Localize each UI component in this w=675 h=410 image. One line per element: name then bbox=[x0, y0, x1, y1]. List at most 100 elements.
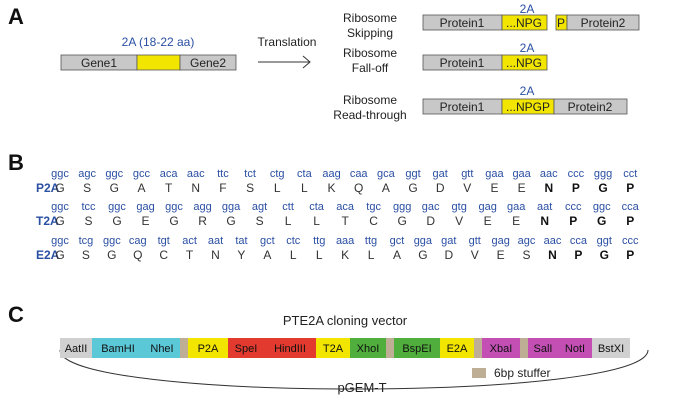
codon: ccc bbox=[565, 201, 582, 213]
amino-acid: L bbox=[313, 214, 320, 228]
amino-acid: S bbox=[82, 248, 90, 262]
codon: ggg bbox=[594, 168, 612, 180]
amino-acid: P bbox=[626, 181, 634, 195]
amino-acid: C bbox=[369, 214, 378, 228]
outcome-name-line2: Skipping bbox=[347, 26, 393, 40]
amino-acid: G bbox=[226, 214, 235, 228]
backbone-label: pGEM-T bbox=[337, 380, 386, 395]
codon: aat bbox=[208, 235, 223, 247]
codon: ggc bbox=[105, 168, 123, 180]
amino-acid: T bbox=[186, 248, 194, 262]
amino-acid: F bbox=[219, 181, 226, 195]
site-block bbox=[350, 338, 386, 358]
site-block bbox=[528, 338, 558, 358]
site-block bbox=[144, 338, 180, 358]
codon: cta bbox=[309, 201, 325, 213]
site-label: AatII bbox=[65, 343, 88, 355]
site-block bbox=[92, 338, 144, 358]
2a-segment-box bbox=[136, 54, 181, 71]
codon: gct bbox=[260, 235, 275, 247]
amino-acid: E bbox=[518, 181, 526, 195]
stuffer-block bbox=[180, 338, 188, 358]
codon: gac bbox=[422, 201, 440, 213]
codon: gtt bbox=[469, 235, 481, 247]
codon: gag bbox=[491, 235, 509, 247]
stuffer-block bbox=[386, 338, 394, 358]
codon: agt bbox=[252, 201, 267, 213]
protein1-label: Protein1 bbox=[440, 100, 485, 114]
translation-arrow-icon bbox=[258, 55, 311, 69]
codon: ccc bbox=[568, 168, 585, 180]
amino-acid: G bbox=[598, 181, 607, 195]
sequence-name: E2A bbox=[36, 248, 60, 262]
codon: tgt bbox=[158, 235, 170, 247]
codon: caa bbox=[350, 168, 369, 180]
codon: ccc bbox=[622, 235, 639, 247]
vector-backbone-curve bbox=[59, 349, 649, 390]
amino-acid: L bbox=[316, 248, 323, 262]
site-block bbox=[264, 338, 316, 358]
codon: cta bbox=[297, 168, 313, 180]
stuffer-legend-swatch bbox=[472, 368, 486, 378]
amino-acid: G bbox=[55, 214, 64, 228]
codon: gat bbox=[441, 235, 456, 247]
amino-acid: N bbox=[548, 248, 557, 262]
site-block bbox=[558, 338, 592, 358]
outcome-2a-label: 2A bbox=[520, 84, 535, 98]
outcome-name-line1: Ribosome bbox=[343, 46, 397, 60]
codon: cag bbox=[129, 235, 147, 247]
codon: ggc bbox=[165, 201, 183, 213]
construct-2a-label: 2A (18-22 aa) bbox=[122, 35, 195, 49]
amino-acid: Y bbox=[237, 248, 245, 262]
amino-acid: K bbox=[328, 181, 336, 195]
protein2-box bbox=[553, 98, 628, 115]
site-label: SpeI bbox=[235, 343, 258, 355]
site-label: T2A bbox=[323, 343, 344, 355]
amino-acid: S bbox=[256, 214, 264, 228]
codon: gga bbox=[222, 201, 241, 213]
panel-b-label: B bbox=[8, 150, 24, 175]
protein2-box bbox=[566, 14, 640, 31]
amino-acid: S bbox=[83, 181, 91, 195]
codon: gag bbox=[479, 201, 497, 213]
sequence-name: T2A bbox=[36, 214, 59, 228]
amino-acid: V bbox=[455, 214, 463, 228]
codon: ggc bbox=[593, 201, 611, 213]
amino-acid: E bbox=[497, 248, 505, 262]
amino-acid: D bbox=[436, 181, 445, 195]
outcome-2a-label: 2A bbox=[520, 2, 535, 16]
amino-acid: N bbox=[211, 248, 220, 262]
amino-acid: T bbox=[341, 214, 349, 228]
site-label: BstXI bbox=[598, 343, 624, 355]
codon: ggt bbox=[597, 235, 612, 247]
site-block bbox=[60, 338, 92, 358]
codon: ggg bbox=[393, 201, 411, 213]
amino-acid: V bbox=[471, 248, 479, 262]
amino-acid: V bbox=[463, 181, 471, 195]
amino-acid: L bbox=[368, 248, 375, 262]
amino-acid: E bbox=[512, 214, 520, 228]
site-label: HindIII bbox=[274, 343, 306, 355]
amino-acid: G bbox=[169, 214, 178, 228]
amino-acid: C bbox=[159, 248, 168, 262]
codon: aaa bbox=[336, 235, 355, 247]
site-label: E2A bbox=[447, 343, 468, 355]
amino-acid: E bbox=[490, 181, 498, 195]
amino-acid: E bbox=[484, 214, 492, 228]
amino-acid: P bbox=[572, 181, 580, 195]
codon: ggc bbox=[51, 201, 69, 213]
codon: gct bbox=[390, 235, 405, 247]
site-label: NheI bbox=[150, 343, 173, 355]
site-label: SalI bbox=[534, 343, 553, 355]
protein1-label: Protein1 bbox=[440, 16, 485, 30]
protein2-label: Protein2 bbox=[581, 16, 626, 30]
amino-acid: Q bbox=[354, 181, 363, 195]
site-label: P2A bbox=[198, 343, 219, 355]
tag-box bbox=[501, 54, 548, 71]
outcome-2a-label: 2A bbox=[520, 41, 535, 55]
outcome-name-line1: Ribosome bbox=[343, 11, 397, 25]
site-label: XbaI bbox=[490, 343, 513, 355]
codon: tgc bbox=[366, 201, 381, 213]
